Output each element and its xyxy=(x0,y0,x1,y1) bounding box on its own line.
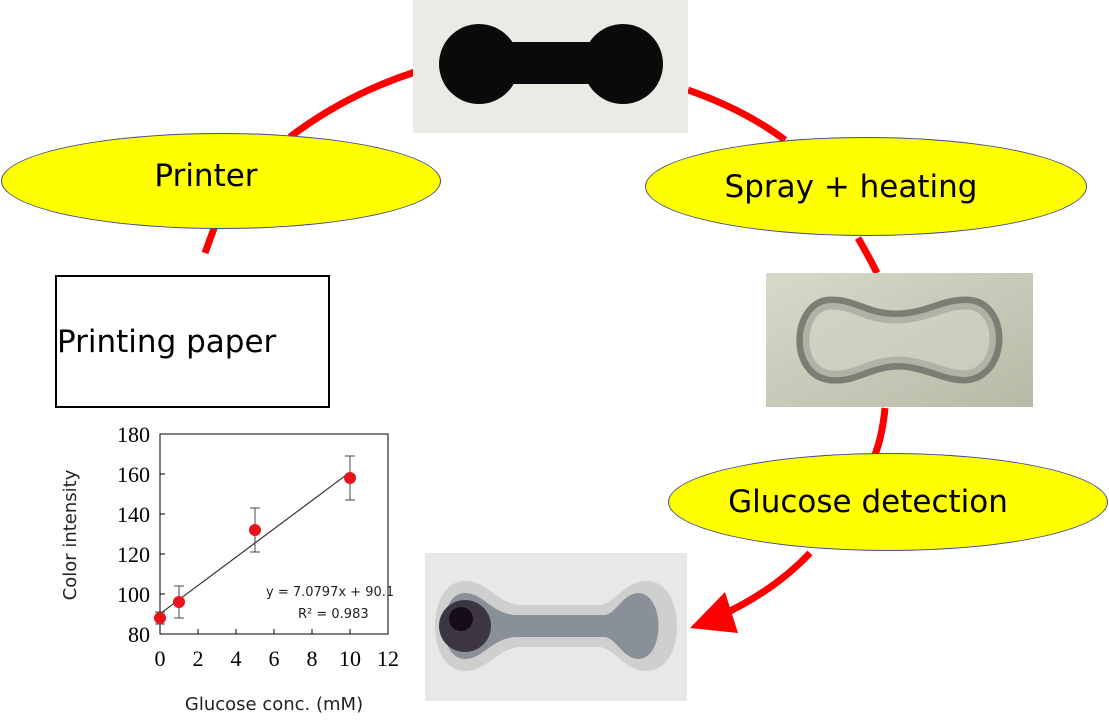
arc-right-upper xyxy=(854,236,881,275)
y-axis: 80 100 120 140 160 180 xyxy=(117,422,165,647)
data-point xyxy=(249,524,261,536)
printing-paper-text: Printing paper xyxy=(57,323,277,360)
printing-paper-box: Printing paper xyxy=(55,275,330,408)
detection-result-photo xyxy=(425,553,687,701)
x-tick-label: 2 xyxy=(193,646,204,671)
x-tick-label: 12 xyxy=(377,646,399,671)
printer-text: Printer xyxy=(154,158,258,194)
x-axis-title: Glucose conc. (mM) xyxy=(185,694,363,715)
x-tick-label: 4 xyxy=(231,646,242,671)
spray-heating-text: Spray + heating xyxy=(724,168,978,205)
data-points xyxy=(154,472,356,624)
x-tick-label: 8 xyxy=(307,646,318,671)
arc-top-right xyxy=(686,86,788,143)
printer-label: Printer xyxy=(1,133,441,229)
y-tick-label: 140 xyxy=(117,502,150,527)
heated-pattern-photo xyxy=(766,273,1033,407)
data-point xyxy=(344,472,356,484)
calibration-chart: 80 100 120 140 160 180 0 2 4 6 8 10 12 Color intens… xyxy=(60,422,399,715)
y-tick-label: 80 xyxy=(128,622,150,647)
printed-pattern-photo xyxy=(413,0,688,133)
plot-frame xyxy=(159,433,389,635)
glucose-detection-label: Glucose detection xyxy=(668,453,1108,551)
spray-heating-label: Spray + heating xyxy=(645,137,1087,236)
x-tick-label: 6 xyxy=(269,646,280,671)
data-point xyxy=(154,612,166,624)
r-squared: R² = 0.983 xyxy=(298,607,369,622)
glucose-detection-text: Glucose detection xyxy=(728,484,1008,520)
y-tick-label: 100 xyxy=(117,582,150,607)
arc-top-left xyxy=(287,68,417,140)
arc-to-result xyxy=(720,550,813,619)
fit-equation: y = 7.0797x + 90.1 xyxy=(266,585,394,600)
y-axis-title: Color intensity xyxy=(60,469,81,600)
arrowhead xyxy=(690,592,738,633)
data-point xyxy=(173,596,185,608)
y-tick-label: 120 xyxy=(117,542,150,567)
x-tick-label: 0 xyxy=(155,646,166,671)
y-tick-label: 180 xyxy=(117,422,150,447)
x-axis: 0 2 4 6 8 10 12 xyxy=(155,629,399,671)
x-tick-label: 10 xyxy=(339,646,361,671)
y-tick-label: 160 xyxy=(117,462,150,487)
